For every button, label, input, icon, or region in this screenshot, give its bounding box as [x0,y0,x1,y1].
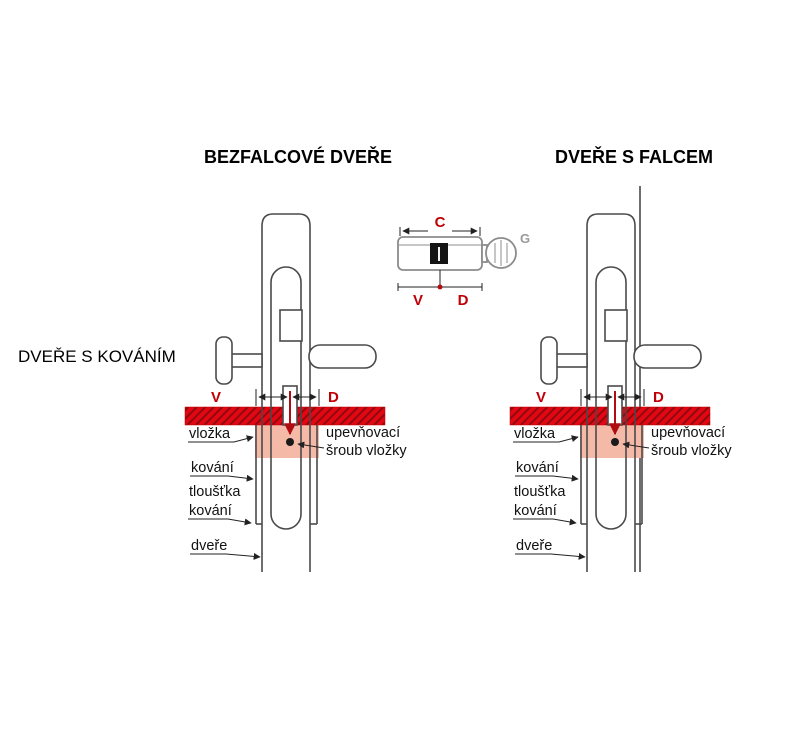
dim-d-label: D [328,389,339,406]
door-outline [261,213,311,572]
inset-g-label: G [520,231,530,246]
tloustka-leader-arrow [188,518,252,526]
label-kovani: kování [191,460,234,476]
label-vlozka: vložka [189,426,231,442]
dim-v-label: V [211,389,221,406]
handle-spindle [230,353,263,368]
title-left: BEZFALCOVÉ DVEŘE [204,146,392,167]
inset-v-label: V [413,292,423,309]
inset-d-label: D [458,292,469,309]
handle-knob [215,336,233,385]
latch [279,309,303,342]
side-label: DVEŘE S KOVÁNÍM [18,347,176,366]
label-tloustka-line2: kování [189,503,232,519]
lock-faceplate [270,266,302,530]
handle-lever [308,344,377,369]
label-dvere: dveře [191,538,227,554]
label-tloustka-line1: tloušťka [189,484,241,500]
inset-c-label: C [435,214,446,231]
door-cross-section-left: V D vložka upevňovací šroub vložky kován… [184,213,407,572]
cylinder-inset: C G V D [397,214,530,309]
vlozka-leader-arrow [188,435,254,443]
label-upevnovaci-line2: šroub vložky [326,443,407,459]
kovani-leader-arrow [190,474,254,482]
dvere-leader-arrow [190,552,261,560]
label-upevnovaci-line1: upevňovací [326,425,400,441]
fixing-screw [286,438,294,446]
door-cross-section-right [510,214,732,572]
upevnovaci-leader-arrow [297,441,325,449]
title-right: DVEŘE S FALCEM [555,146,713,167]
inset-center-dot [437,284,443,290]
